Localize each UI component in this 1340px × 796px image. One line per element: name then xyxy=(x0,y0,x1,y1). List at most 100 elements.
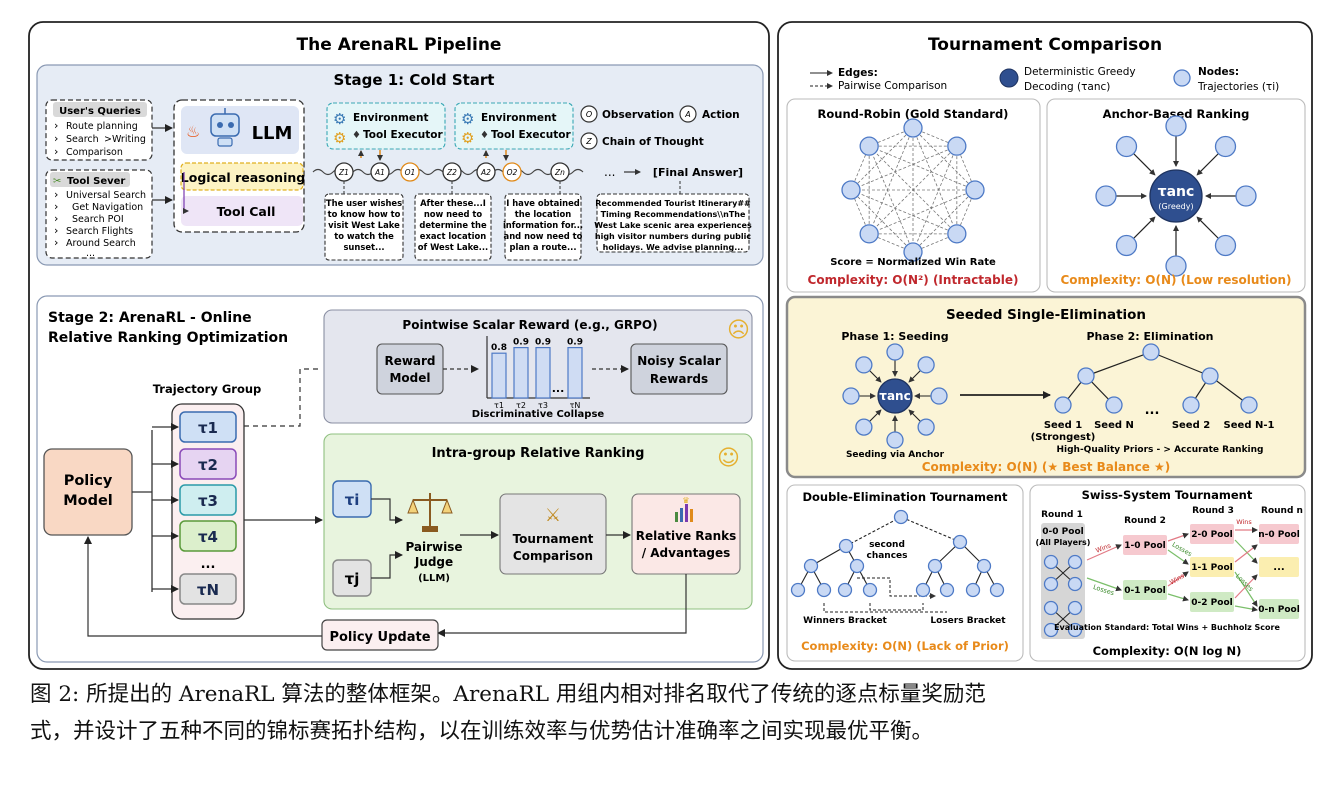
gear-icon: ⚙ xyxy=(333,129,346,147)
reward-bar-value: 0.9 xyxy=(535,338,551,348)
reward-bar-label: τ1 xyxy=(494,401,504,410)
pool-0-1 xyxy=(1123,580,1167,600)
reward-bar-label: τ3 xyxy=(538,401,548,410)
svg-text:Seeded Single-Elimination: Seeded Single-Elimination xyxy=(946,307,1146,323)
svg-text:Round-Robin (Gold Standard): Round-Robin (Gold Standard) xyxy=(818,107,1009,121)
tool-item: Search Flights xyxy=(66,226,133,237)
tournament-node xyxy=(1142,343,1160,361)
pool-n-0 xyxy=(1259,524,1299,544)
tournament-node xyxy=(855,356,873,374)
bracket-edge xyxy=(1150,351,1211,377)
chain-node-label: O2 xyxy=(507,168,518,177)
thought-line: determine the xyxy=(419,220,487,230)
svg-text:›: › xyxy=(54,132,58,145)
caption-line-1: 图 2: 所提出的 ArenaRL 算法的整体框架。ArenaRL 用组内相对排… xyxy=(30,682,986,707)
svg-text:Phase 1: Seeding: Phase 1: Seeding xyxy=(841,330,948,343)
svg-text:Complexity: O(N) (★ Best Balan: Complexity: O(N) (★ Best Balance ★) xyxy=(922,460,1171,474)
svg-text:τanc: τanc xyxy=(1158,184,1195,200)
trajectory-box xyxy=(179,484,237,516)
tournament-node xyxy=(947,136,967,156)
svg-text:Deterministic Greedy: Deterministic Greedy xyxy=(1024,66,1136,78)
tournament-node xyxy=(1067,622,1083,638)
svg-text:Reward: Reward xyxy=(384,354,435,368)
svg-text:0-2 Pool: 0-2 Pool xyxy=(1191,598,1232,608)
tournament-node xyxy=(1165,115,1187,137)
pairwise-edge xyxy=(850,189,957,235)
svg-text:τj: τj xyxy=(345,570,360,588)
tournament-node xyxy=(886,431,904,449)
tournament-node xyxy=(842,387,860,405)
scale-icon xyxy=(407,493,453,532)
seeded-box xyxy=(785,295,1307,479)
svg-text:Seed 1: Seed 1 xyxy=(1044,420,1082,431)
swords-icon: ⚔ xyxy=(545,505,561,526)
pairwise-edge xyxy=(868,127,914,234)
pairwise-edge xyxy=(868,146,914,253)
chain-node-label: A1 xyxy=(374,168,385,177)
svg-text:Tool Executor: Tool Executor xyxy=(363,129,443,141)
tournament-node xyxy=(965,180,985,200)
tools-title: Tool Sever xyxy=(67,176,125,187)
tournament-node xyxy=(930,387,948,405)
tool-item: Get Navigation xyxy=(72,202,143,213)
svg-text:0-1 Pool: 0-1 Pool xyxy=(1124,586,1165,596)
svg-text:1-0 Pool: 1-0 Pool xyxy=(1124,541,1165,551)
svg-text:Rewards: Rewards xyxy=(650,372,708,386)
tournament-node xyxy=(915,582,931,598)
pool-0-n xyxy=(1259,599,1299,619)
tournament-node xyxy=(952,534,968,550)
svg-text:Round 2: Round 2 xyxy=(1124,516,1166,526)
pool-2-0 xyxy=(1190,524,1234,544)
svg-text:›: › xyxy=(54,200,58,213)
thought-line: plan a route... xyxy=(509,242,576,252)
gear-icon: ⚙ xyxy=(333,110,346,128)
chain-node-label: A2 xyxy=(480,168,491,177)
svg-text:Pairwise: Pairwise xyxy=(405,540,462,554)
reward-bar xyxy=(535,347,551,399)
tournament-node xyxy=(1182,396,1200,414)
figure-caption: 图 2: 所提出的 ArenaRL 算法的整体框架。ArenaRL 用组内相对排… xyxy=(30,676,1320,750)
reward-model-box xyxy=(376,343,444,395)
tournament-node xyxy=(1105,396,1123,414)
chain-node xyxy=(400,162,420,182)
tournament-panel-title: Tournament Comparison xyxy=(928,35,1162,55)
anchor-graph xyxy=(1095,115,1257,277)
query-item: Search xyxy=(66,134,99,145)
tournament-node xyxy=(917,356,935,374)
tournament-node xyxy=(859,136,879,156)
svg-text:(All Players): (All Players) xyxy=(1036,538,1091,547)
trajectory-ellipsis: ... xyxy=(201,557,216,572)
svg-text:›: › xyxy=(54,188,58,201)
bulb-icon: ♦ xyxy=(352,130,361,141)
svg-text:›: › xyxy=(54,212,58,225)
thought-line: high visitor numbers during public xyxy=(595,232,751,241)
tournament-node xyxy=(939,582,955,598)
svg-text:Double-Elimination Tournament: Double-Elimination Tournament xyxy=(802,490,1008,504)
svg-text:(Greedy): (Greedy) xyxy=(1158,202,1193,211)
trajectory-label: τ1 xyxy=(198,419,218,437)
figure-canvas: The ArenaRL Pipeline Stage 1: Cold Start… xyxy=(28,21,1313,670)
tournament-node xyxy=(1095,185,1117,207)
tournament-node xyxy=(989,582,1005,598)
chain-node-label: O1 xyxy=(405,168,416,177)
tournament-node xyxy=(965,582,981,598)
svg-text:Seeding via Anchor: Seeding via Anchor xyxy=(846,450,945,460)
svg-text:second: second xyxy=(869,540,905,550)
stage1-title: Stage 1: Cold Start xyxy=(334,71,495,89)
thought-line: to know how to xyxy=(328,209,401,219)
thought-box xyxy=(324,193,404,261)
svg-text:Model: Model xyxy=(63,493,113,509)
svg-text:›: › xyxy=(54,119,58,132)
svg-text:Round n: Round n xyxy=(1261,506,1303,516)
tournament-node xyxy=(855,418,873,436)
double-elim-box xyxy=(786,484,1024,662)
tournament-node xyxy=(859,224,879,244)
svg-text:Tournament: Tournament xyxy=(513,532,594,546)
pairwise-edge xyxy=(912,127,958,234)
query-item: >Writing xyxy=(104,134,146,145)
tournament-node xyxy=(816,582,832,598)
double-elimination-graph xyxy=(790,509,1005,613)
trajectory-label: τN xyxy=(197,581,219,599)
svg-text:Relative Ranks: Relative Ranks xyxy=(636,529,737,543)
svg-text:Complexity: O(N log N): Complexity: O(N log N) xyxy=(1093,644,1242,658)
